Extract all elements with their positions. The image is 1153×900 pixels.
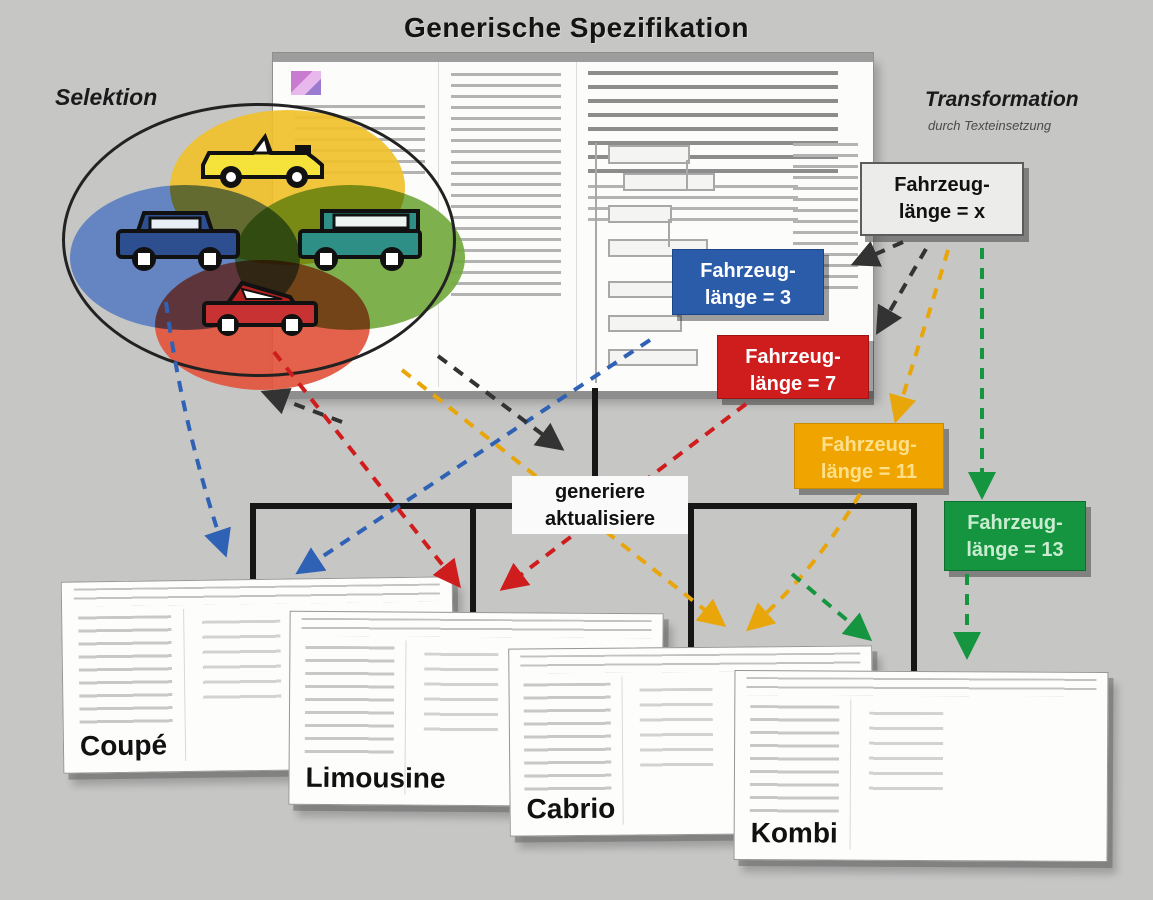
venn-outline [62, 103, 456, 377]
sheet-logo [291, 71, 321, 95]
tree-branch-limousine [470, 503, 476, 615]
cabrio-car-icon [201, 132, 324, 188]
selection-venn-diagram [60, 95, 465, 390]
param-box-yellow-line1: Fahrzeug- [821, 434, 917, 456]
document-text-column [202, 619, 282, 707]
document-text-column [304, 645, 395, 761]
document-divider [849, 699, 852, 850]
tree-branch-kombi [911, 503, 917, 675]
document-text-column [77, 615, 173, 729]
document-label: Kombi [750, 817, 838, 849]
param-box-green-line2: länge = 13 [966, 539, 1064, 561]
document-divider [621, 676, 624, 825]
flowchart-step [608, 315, 682, 332]
param-box-green-line1: Fahrzeug- [967, 512, 1063, 534]
flowchart-connector [668, 219, 670, 247]
flowchart-step [623, 173, 715, 191]
param-box-generic-line2: länge = x [898, 201, 986, 223]
param-box-red: Fahrzeug- länge = 7 [717, 335, 869, 399]
document-text-column [868, 711, 944, 797]
param-box-generic: Fahrzeug- länge = x [860, 162, 1024, 236]
document-text-column [523, 682, 612, 792]
arrow-graybox-to-redbox [875, 247, 928, 335]
sedan-car-icon [116, 211, 240, 271]
param-box-green: Fahrzeug- länge = 13 [944, 501, 1086, 571]
document-header-lines [73, 583, 441, 607]
param-box-blue-line2: länge = 3 [704, 287, 792, 309]
tree-branch-coupe [250, 503, 256, 585]
sheet-column-divider [576, 62, 577, 387]
document-text-column [423, 652, 499, 740]
flowchart-step [608, 349, 698, 366]
transformation-sublabel: durch Texteinsetzung [928, 118, 1052, 133]
param-box-red-line2: länge = 7 [749, 373, 837, 395]
action-label: generiere aktualisiere [512, 476, 688, 534]
param-box-yellow: Fahrzeug- länge = 11 [794, 423, 944, 489]
action-label-line1: generiere [554, 481, 646, 503]
van-car-icon [298, 209, 422, 271]
flowchart-step [608, 205, 672, 223]
flowchart-connector [686, 160, 688, 190]
param-box-generic-line1: Fahrzeug- [894, 174, 990, 196]
param-box-red-line1: Fahrzeug- [745, 346, 841, 368]
param-box-blue-line1: Fahrzeug- [700, 260, 796, 282]
document-text-column [639, 687, 713, 773]
selektion-label: Selektion [55, 84, 158, 110]
arrow-venn-to-kombi [790, 572, 873, 642]
sheet-header-strip [273, 53, 873, 62]
sports-car-icon [202, 280, 318, 336]
param-box-blue: Fahrzeug- länge = 3 [672, 249, 824, 315]
transformation-label: Transformation [925, 88, 1079, 111]
document-header-lines [301, 617, 652, 639]
document-label: Limousine [305, 761, 446, 794]
document-kombi: Kombi [733, 670, 1109, 862]
arrow-yellowbox-to-cabrio [745, 492, 862, 632]
document-divider [182, 609, 187, 762]
arrow-tree-to-venn [260, 387, 343, 424]
param-box-yellow-line2: länge = 11 [820, 461, 918, 483]
flowchart-step [608, 281, 682, 298]
action-label-line2: aktualisiere [544, 508, 656, 530]
flowchart-step [608, 145, 690, 164]
document-label: Cabrio [526, 792, 616, 825]
page-title: Generische Spezifikation [404, 12, 749, 43]
arrow-graybox-to-yellowbox [889, 249, 950, 424]
document-text-column [749, 705, 840, 816]
tree-branch-cabrio [688, 503, 694, 650]
flowchart-spine [595, 143, 597, 383]
document-label: Coupé [79, 729, 168, 762]
sheet-text-block [451, 73, 561, 303]
document-header-lines [746, 677, 1097, 697]
